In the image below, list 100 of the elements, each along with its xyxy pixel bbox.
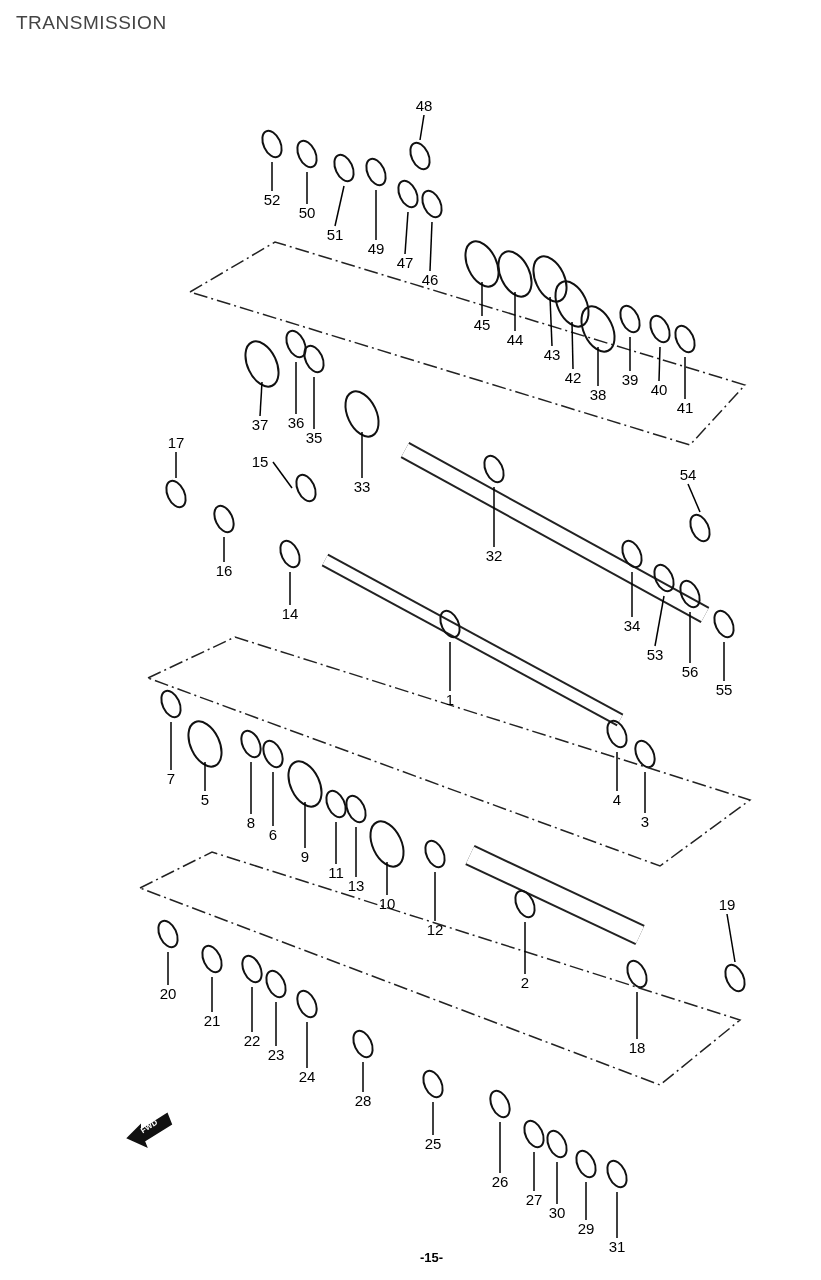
leader-line <box>386 861 388 896</box>
leader-line <box>170 721 172 771</box>
callout-number: 45 <box>469 316 495 334</box>
leader-line <box>481 281 483 317</box>
leader-line <box>499 1121 501 1174</box>
leader-line <box>259 381 263 417</box>
leader-line <box>644 771 646 814</box>
callout-number: 37 <box>247 416 273 434</box>
callout-number: 31 <box>604 1238 630 1256</box>
leader-line <box>434 871 436 922</box>
leader-line <box>167 951 169 986</box>
leader-line <box>449 641 451 692</box>
leader-line <box>658 346 661 382</box>
title: TRANSMISSION <box>16 12 167 34</box>
leader-line <box>304 801 306 849</box>
callout-number: 17 <box>163 434 189 452</box>
leader-line <box>636 991 638 1040</box>
leader-line <box>432 1101 434 1136</box>
callout-number: 43 <box>539 346 565 364</box>
callout-number: 24 <box>294 1068 320 1086</box>
callout-number: 12 <box>422 921 448 939</box>
leader-line <box>597 346 599 387</box>
callout-number: 34 <box>619 617 645 635</box>
leader-line <box>271 161 273 192</box>
leader-line <box>419 114 425 141</box>
callout-number: 42 <box>560 369 586 387</box>
leader-line <box>361 431 363 479</box>
leader-line <box>689 611 691 664</box>
callout-number: 40 <box>646 381 672 399</box>
callout-number: 16 <box>211 562 237 580</box>
callout-number: 39 <box>617 371 643 389</box>
callout-number: 7 <box>158 770 184 788</box>
leader-line <box>375 189 377 241</box>
callout-number: 9 <box>292 848 318 866</box>
callout-number: 30 <box>544 1204 570 1222</box>
callout-number: 28 <box>350 1092 376 1110</box>
callout-number: 10 <box>374 895 400 913</box>
leader-line <box>362 1061 364 1093</box>
callout-number: 23 <box>263 1046 289 1064</box>
leader-line <box>272 461 293 489</box>
callout-number: 26 <box>487 1173 513 1191</box>
callout-number: 56 <box>677 663 703 681</box>
callout-number: 54 <box>675 466 701 484</box>
callout-number: 14 <box>277 605 303 623</box>
callout-number: 18 <box>624 1039 650 1057</box>
callout-number: 55 <box>711 681 737 699</box>
callout-number: 36 <box>283 414 309 432</box>
callout-number: 22 <box>239 1032 265 1050</box>
leader-line <box>306 171 308 205</box>
leader-line <box>533 1151 535 1192</box>
leader-line <box>549 296 553 347</box>
callout-number: 48 <box>411 97 437 115</box>
leader-line <box>335 821 337 865</box>
callout-number: 47 <box>392 254 418 272</box>
leader-line <box>334 185 345 227</box>
leader-line <box>429 221 433 272</box>
callout-number: 46 <box>417 271 443 289</box>
callout-number: 27 <box>521 1191 547 1209</box>
callout-number: 50 <box>294 204 320 222</box>
leader-line <box>275 1001 277 1047</box>
callout-number: 38 <box>585 386 611 404</box>
leader-line <box>616 751 618 792</box>
leader-line <box>355 826 357 878</box>
leader-line <box>289 571 291 606</box>
callout-number: 19 <box>714 896 740 914</box>
callout-number: 1 <box>437 691 463 709</box>
leader-line <box>631 571 633 618</box>
leader-line <box>175 451 177 479</box>
leader-line <box>629 336 631 372</box>
callout-number: 3 <box>632 813 658 831</box>
callout-number: 32 <box>481 547 507 565</box>
callout-number: 4 <box>604 791 630 809</box>
leader-line <box>313 376 315 430</box>
callout-number: 52 <box>259 191 285 209</box>
leader-line <box>223 536 225 563</box>
leader-line <box>272 771 274 827</box>
callout-number: 21 <box>199 1012 225 1030</box>
callout-number: 15 <box>247 453 273 471</box>
leader-line <box>295 361 297 415</box>
callout-number: 2 <box>512 974 538 992</box>
leader-line <box>211 976 213 1013</box>
callout-number: 49 <box>363 240 389 258</box>
leader-line <box>684 356 686 400</box>
page-number: -15- <box>420 1250 444 1265</box>
leader-line <box>251 986 253 1033</box>
leader-line <box>514 291 516 332</box>
callout-number: 20 <box>155 985 181 1003</box>
callout-number: 29 <box>573 1220 599 1238</box>
leader-line <box>654 595 665 647</box>
leader-line <box>687 483 701 513</box>
callout-number: 5 <box>192 791 218 809</box>
leader-line <box>404 211 409 255</box>
callout-number: 53 <box>642 646 668 664</box>
callout-number: 51 <box>322 226 348 244</box>
leader-line <box>556 1161 558 1205</box>
leader-line <box>726 913 736 963</box>
callout-number: 33 <box>349 478 375 496</box>
callout-number: 35 <box>301 429 327 447</box>
leader-line <box>571 321 574 370</box>
leader-line <box>585 1181 587 1221</box>
